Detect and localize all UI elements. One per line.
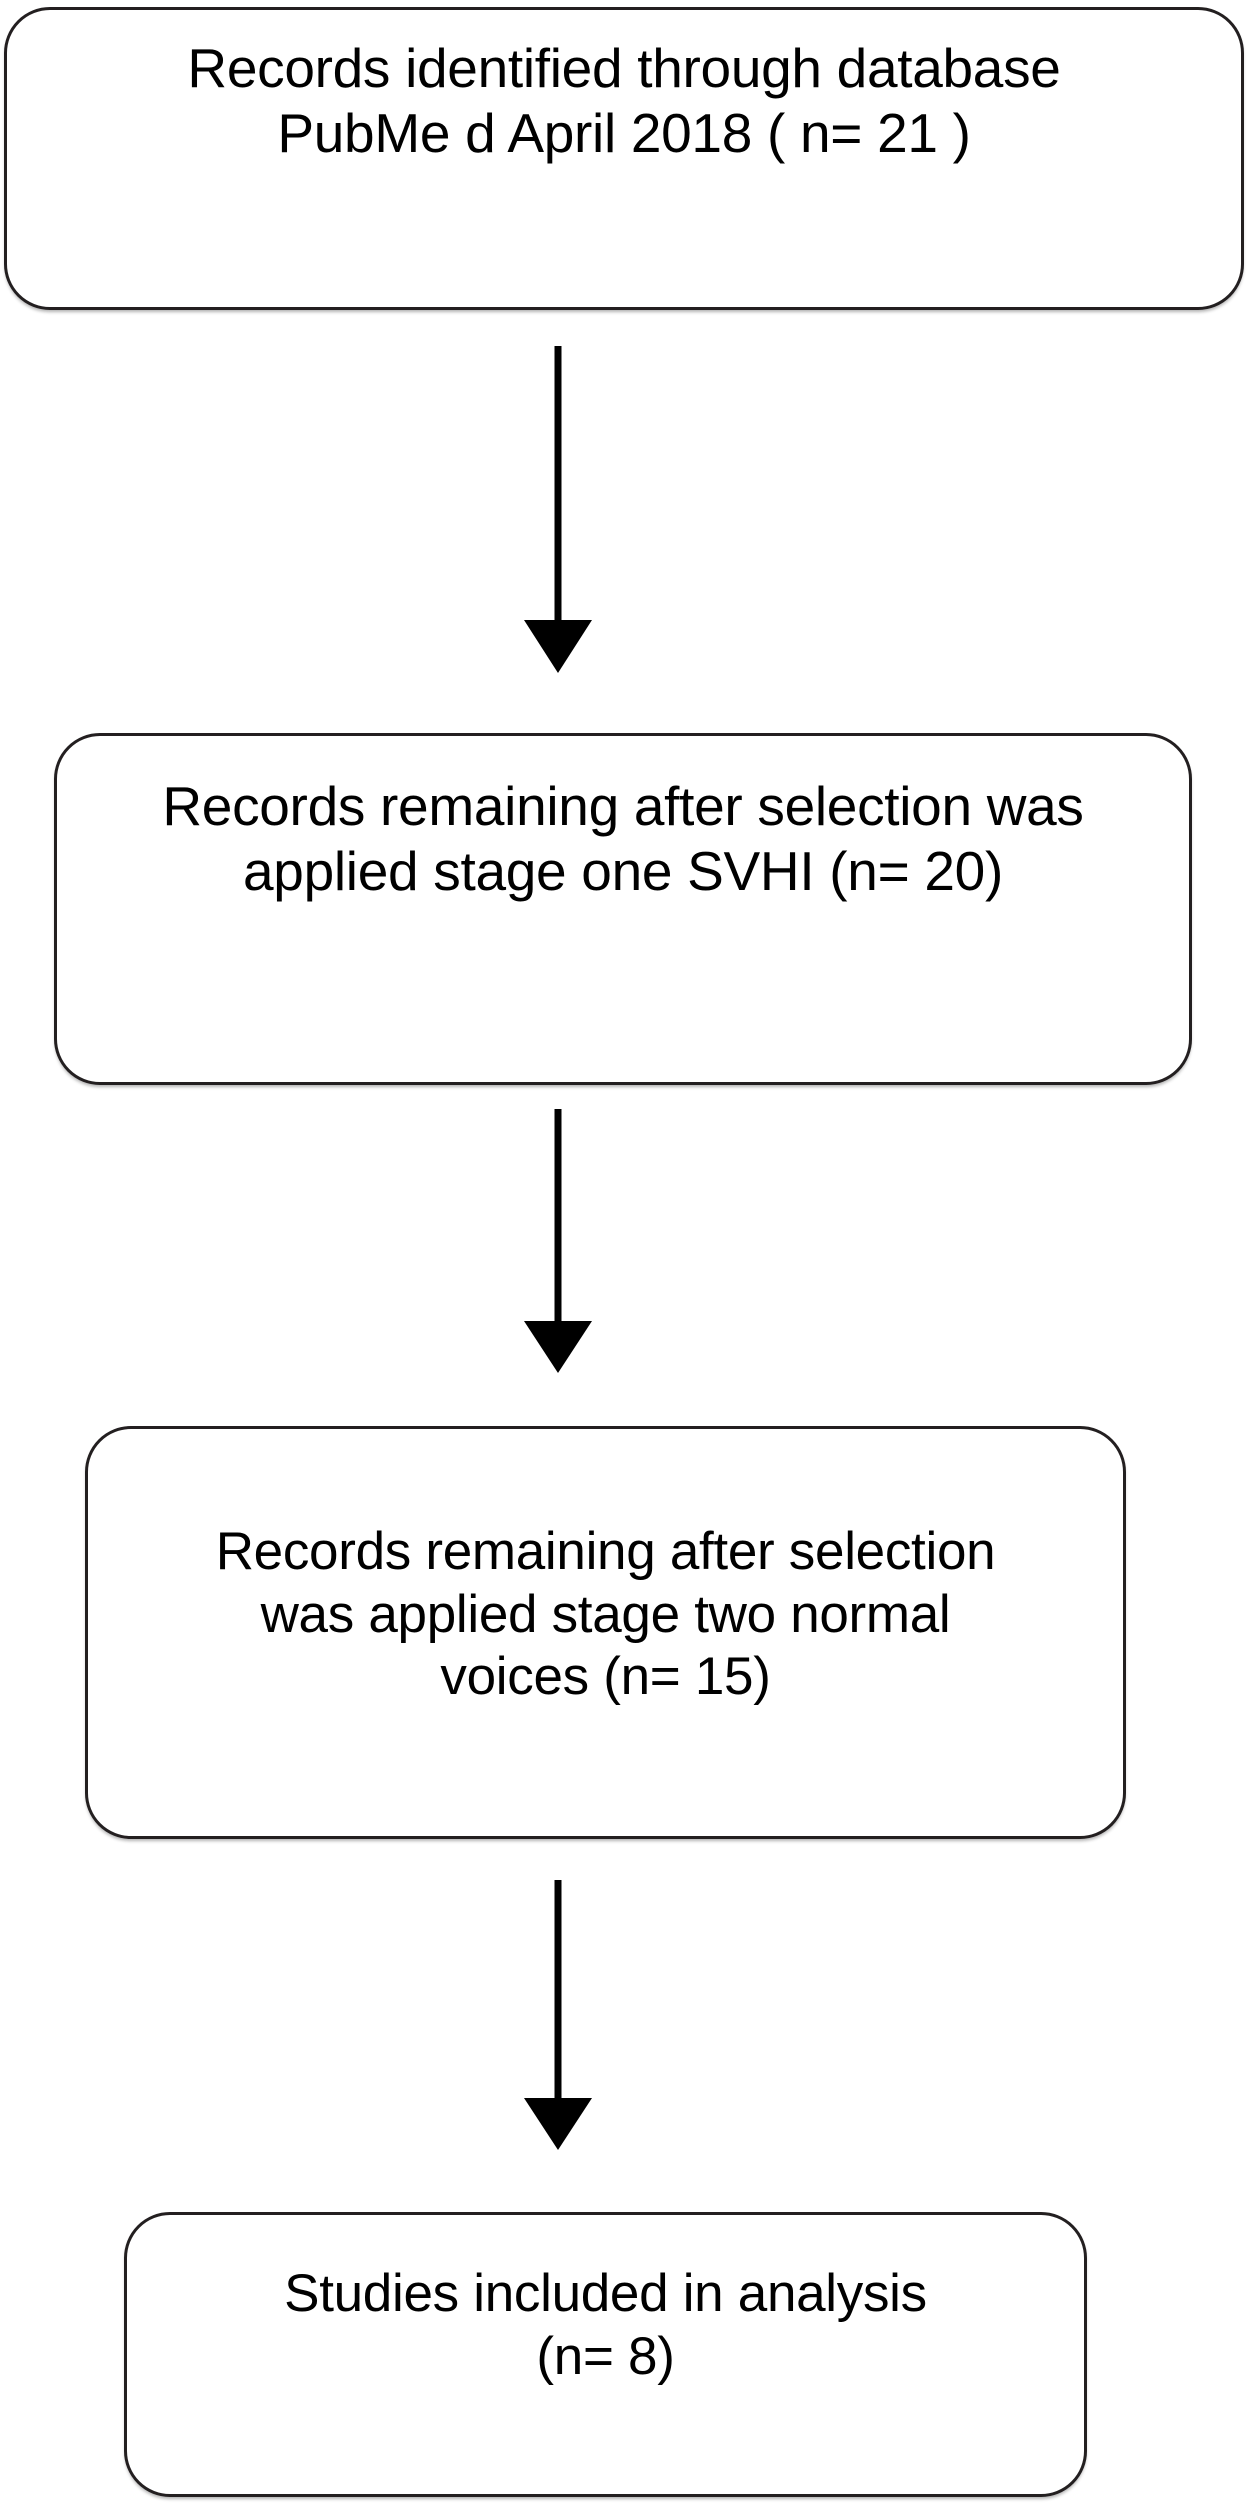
arrow-identified-to-stage-one-icon [524,346,592,673]
arrow-stage-one-to-stage-two-icon [524,1109,592,1373]
flow-node-records-after-stage-one: Records remaining after selection was ap… [54,733,1192,1085]
flow-node-label: Records remaining after selection was ap… [215,1522,996,1707]
flow-node-label: Records remaining after selection was ap… [162,775,1084,902]
arrow-stage-two-to-included-icon [524,1880,592,2150]
flow-node-records-after-stage-two: Records remaining after selection was ap… [85,1426,1126,1839]
flow-node-studies-included: Studies included in analysis (n= 8) [124,2212,1087,2497]
flow-node-records-identified: Records identified through database PubM… [4,7,1244,310]
flow-node-label: Records identified through database PubM… [187,37,1061,164]
flow-node-label: Studies included in analysis (n= 8) [284,2264,927,2386]
